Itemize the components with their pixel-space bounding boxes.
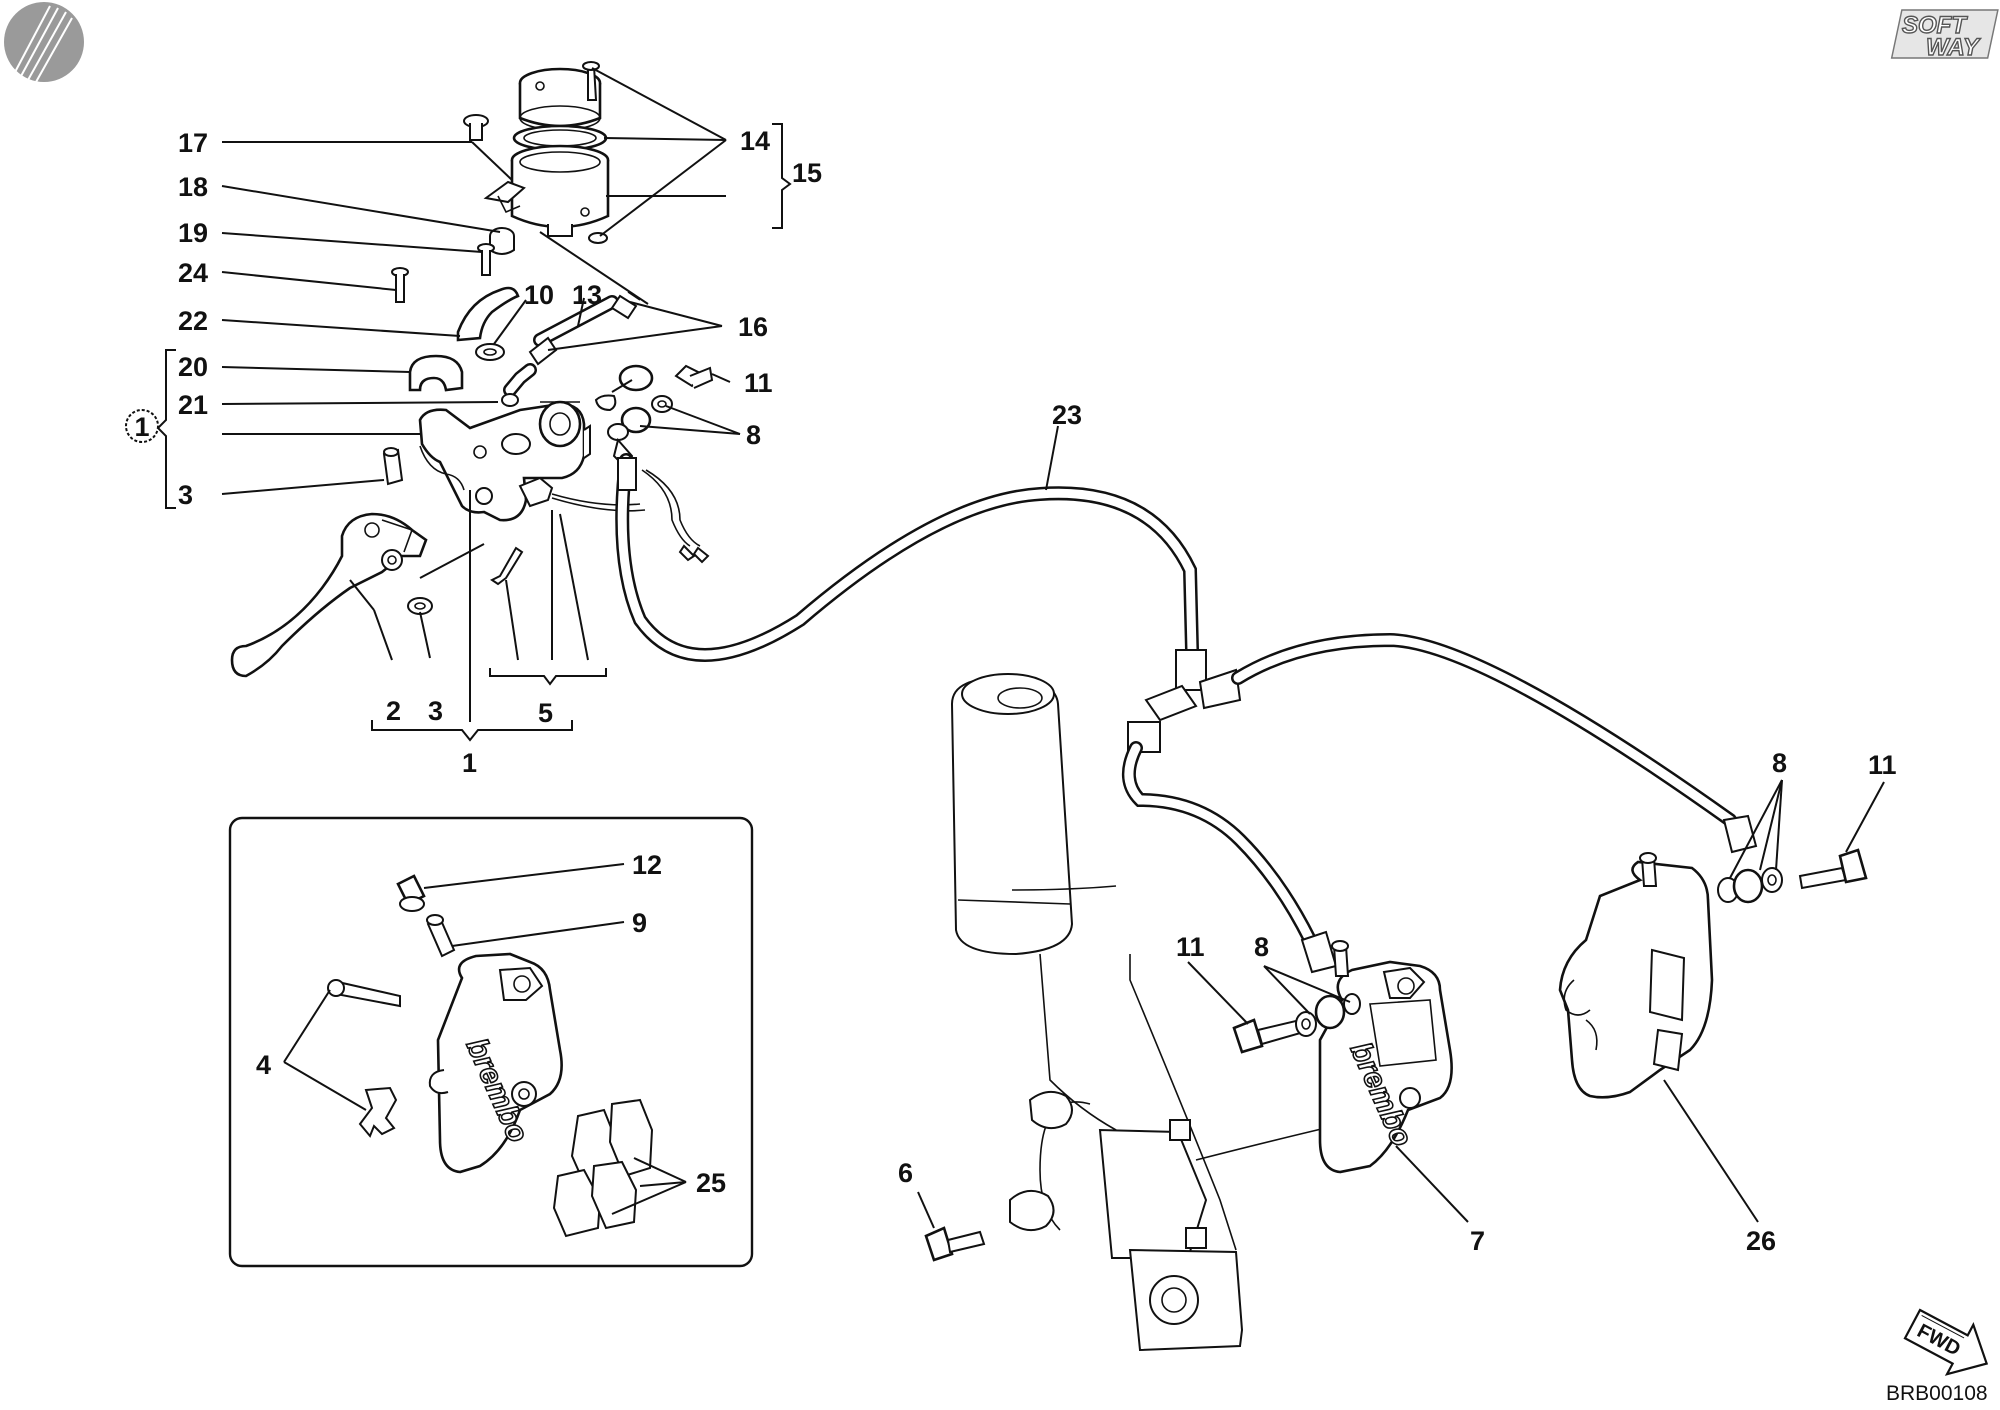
hose-13-with-clamps	[501, 291, 641, 407]
callout-19: 19	[178, 218, 208, 248]
drawing-code: BRB00108	[1886, 1382, 1988, 1405]
callout-25: 25	[696, 1168, 726, 1198]
brake-lever	[230, 447, 524, 678]
callout-1: 1	[462, 748, 477, 778]
callout-17: 17	[178, 128, 208, 158]
callout-14: 14	[740, 126, 770, 156]
callout-3-bottom: 3	[428, 696, 443, 726]
logo-line-1: SOFT	[1902, 12, 1968, 39]
fork-leg	[950, 673, 1421, 1352]
banjo-parts-master	[594, 364, 714, 564]
callout-11-mid: 11	[1176, 932, 1205, 962]
corner-disc-icon	[4, 2, 84, 83]
callout-8-mid: 8	[1254, 932, 1269, 962]
callout-5: 5	[538, 698, 553, 728]
callout-numbers: 17 18 19 24 22 20 21 3 14 15 10 13 16 11…	[178, 126, 1897, 1256]
bracket-and-screws	[391, 114, 526, 361]
callout-7: 7	[1470, 1226, 1485, 1256]
callout-15: 15	[792, 158, 822, 188]
callout-4: 4	[256, 1050, 271, 1080]
callout-11-top: 11	[744, 368, 773, 398]
callout-22: 22	[178, 306, 208, 336]
assembly-marker: 1	[125, 409, 159, 443]
callout-21: 21	[178, 390, 208, 420]
callout-8-right: 8	[1772, 748, 1787, 778]
caliper-7: brembo	[1232, 940, 1453, 1174]
callout-24: 24	[178, 258, 208, 288]
callout-10: 10	[524, 280, 554, 310]
callout-18: 18	[178, 172, 208, 202]
callout-20: 20	[178, 352, 208, 382]
bolt-6	[924, 1226, 986, 1262]
caliper-detail-inset: brembo	[228, 816, 754, 1268]
callout-16: 16	[738, 312, 768, 342]
brake-hose-23	[615, 453, 1758, 974]
callout-3-left: 3	[178, 480, 193, 510]
assembly-marker-label: 1	[134, 412, 149, 442]
master-cylinder-body	[408, 354, 646, 522]
leader-lines	[221, 67, 1885, 1229]
callout-12: 12	[632, 850, 662, 880]
softway-logo: SOFT WAY	[1890, 9, 1999, 62]
callout-13: 13	[572, 280, 602, 310]
callout-23: 23	[1052, 400, 1082, 430]
callout-9: 9	[632, 908, 647, 938]
forward-arrow-icon: FWD	[1903, 1308, 1989, 1376]
callout-2: 2	[386, 696, 401, 726]
reservoir-group	[510, 61, 610, 244]
caliper-26	[1558, 848, 1868, 1099]
logo-line-2: WAY	[1926, 34, 1981, 61]
callout-6: 6	[898, 1158, 913, 1188]
callout-26: 26	[1746, 1226, 1776, 1256]
callout-8-top: 8	[746, 420, 761, 450]
callout-11-right: 11	[1868, 750, 1897, 780]
